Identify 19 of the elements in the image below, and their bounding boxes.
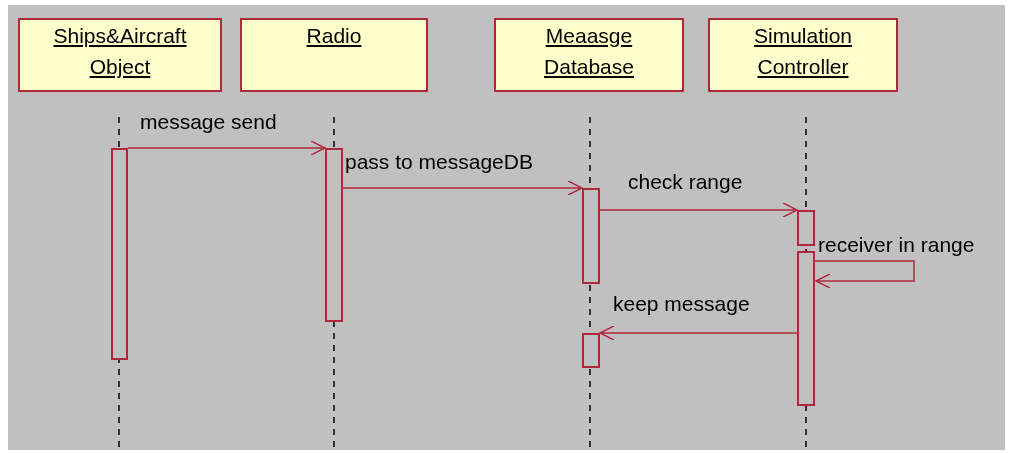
message-arrow: [599, 325, 798, 341]
message-arrow: [342, 180, 583, 196]
activation-bar: [797, 210, 815, 246]
message-arrow: [599, 202, 798, 218]
object-name: Radio: [306, 23, 362, 49]
message-arrow: [127, 140, 326, 156]
object-box: [494, 18, 684, 92]
object-name: Simulation Controller: [752, 23, 854, 80]
object-name: Meaasge Database: [543, 23, 635, 80]
object-box: [18, 18, 222, 92]
activation-bar: [111, 148, 128, 360]
object-box: [708, 18, 898, 92]
object-box: [240, 18, 428, 92]
activation-bar: [582, 188, 600, 284]
object-name: Ships&Aircraft Object: [52, 23, 188, 80]
activation-bar: [582, 333, 600, 368]
activation-bar: [325, 148, 343, 322]
self-message-arrow: [814, 260, 915, 289]
activation-bar: [797, 251, 815, 406]
